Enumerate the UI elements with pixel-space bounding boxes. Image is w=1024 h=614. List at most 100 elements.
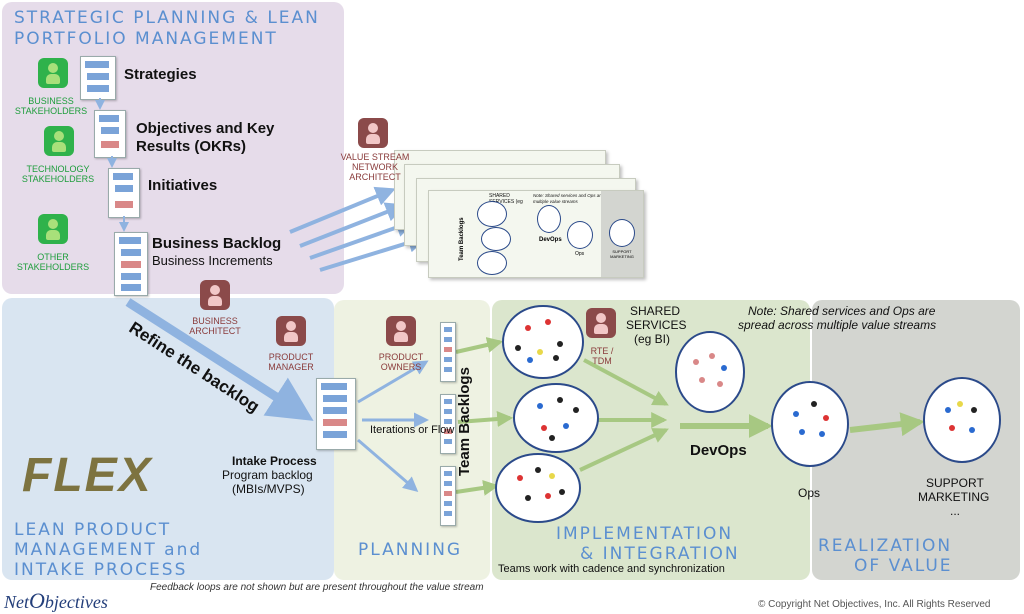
copyright: © Copyright Net Objectives, Inc. All Rig… <box>758 599 991 610</box>
ops-label: Ops <box>798 486 821 500</box>
teams-cadence-label: Teams work with cadence and synchronizat… <box>498 563 725 575</box>
mini-devops-label: DevOps <box>539 237 562 243</box>
business-backlog-icon <box>114 232 148 296</box>
product-owners-icon <box>386 316 416 346</box>
team-backlog-3 <box>440 466 456 526</box>
net-objectives-logo: NetObjectives <box>4 588 108 614</box>
product-manager-line1: PRODUCT <box>268 352 314 362</box>
implementation-title-line1: IMPLEMENTATION <box>556 524 734 544</box>
ops-to-support-arrow <box>849 412 925 437</box>
implementation-title-line2: & INTEGRATION <box>580 544 740 564</box>
feedback-note: Feedback loops are not shown but are pre… <box>150 582 484 593</box>
technology-stakeholder-icon <box>44 126 74 156</box>
business-increments-label: Business Increments <box>152 253 273 268</box>
value-stream-card-4: SHARED SERVICES (eg BI) Note: Shared ser… <box>428 190 644 278</box>
okr-label-line1: Objectives and Key <box>136 120 275 137</box>
mini-ops-label: Ops <box>575 251 585 257</box>
okr-backlog-icon <box>94 110 126 158</box>
intake-process-title: Intake Process <box>232 454 317 468</box>
team-3-members <box>517 467 565 501</box>
logo-net: Net <box>4 592 29 612</box>
ops-members <box>793 401 829 437</box>
rte-icon <box>586 308 616 338</box>
vsna-label-line3: ARCHITECT <box>349 172 401 182</box>
shared-services-line1: SHARED <box>630 304 681 318</box>
mini-support-label: SUPPORT MARKETING <box>610 249 634 259</box>
team-circle-1 <box>502 305 584 379</box>
support-line1: SUPPORT <box>926 476 984 490</box>
product-owners-line1: PRODUCT <box>378 352 424 362</box>
mini-team-circle <box>477 201 507 227</box>
mini-ops-circle <box>567 221 593 249</box>
business-backlog-label: Business Backlog <box>152 235 282 252</box>
support-line3: ... <box>950 504 961 518</box>
portfolio-to-vs-arrow-1 <box>289 186 396 234</box>
value-stream-architect-icon <box>358 118 388 148</box>
intake-line2: Program backlog <box>222 468 313 482</box>
business-stakeholders-label: BUSINESS STAKEHOLDERS <box>14 96 88 116</box>
devops-label: DevOps <box>690 442 747 459</box>
support-members <box>945 401 977 433</box>
refine-backlog-arrow <box>125 298 314 421</box>
realization-title-line2: OF VALUE <box>854 556 953 576</box>
flex-logo: FLEX <box>22 449 153 502</box>
iterations-label: Iterations or Flow <box>370 424 455 436</box>
team-backlogs-label: Team Backlogs <box>456 367 473 476</box>
intake-to-team3-arrow <box>357 438 419 492</box>
team1-to-ops-arrow <box>583 358 669 406</box>
other-stakeholder-icon <box>38 214 68 244</box>
other-stakeholders-label: OTHER STAKEHOLDERS <box>16 252 90 272</box>
mini-support-circle <box>609 219 635 247</box>
team-backlog-1 <box>440 322 456 382</box>
realization-title-line1: REALIZATION <box>818 536 953 556</box>
mini-shared-circle <box>537 205 561 233</box>
strategic-title-line1: STRATEGIC PLANNING & LEAN <box>14 8 320 28</box>
lean-title-line1: LEAN PRODUCT <box>14 520 172 540</box>
shared-services-line3: (eg BI) <box>634 332 671 346</box>
product-owners-line2: OWNERS <box>380 362 422 372</box>
rte-line2: TDM <box>592 356 612 366</box>
support-line2: MARKETING <box>918 490 990 504</box>
support-circle <box>923 377 1001 463</box>
logo-o: O <box>29 588 45 613</box>
rte-line1: RTE / <box>590 346 614 356</box>
business-stakeholder-icon <box>38 58 68 88</box>
technology-stakeholders-label: TECHNOLOGY STAKEHOLDERS <box>21 164 95 184</box>
logo-rest: bjectives <box>44 592 108 612</box>
mini-team-backlogs: Team Backlogs <box>459 217 465 261</box>
backlog-to-team1-arrow <box>455 337 504 354</box>
strategic-title-line2: PORTFOLIO MANAGEMENT <box>14 29 278 49</box>
team-2-members <box>537 397 579 441</box>
backlog-to-team2-arrow <box>457 411 514 427</box>
ops-circle <box>771 381 849 467</box>
initiatives-label: Initiatives <box>148 177 218 194</box>
vsna-label-line2: NETWORK <box>352 162 398 172</box>
product-manager-icon <box>276 316 306 346</box>
intake-backlog-icon <box>316 378 356 450</box>
backlog-to-team3-arrow <box>455 479 500 496</box>
mini-note: Note: Shared services and Ops are spread… <box>533 193 633 204</box>
shared-services-circle <box>675 331 745 413</box>
vsna-label-line1: VALUE STREAM <box>340 152 410 162</box>
strategies-backlog-icon <box>80 56 116 100</box>
note-line1: Note: Shared services and Ops are <box>748 304 936 318</box>
shared-services-members <box>693 353 727 387</box>
mini-team-circle <box>477 251 507 275</box>
business-architect-line1: BUSINESS <box>192 316 238 326</box>
business-architect-icon <box>200 280 230 310</box>
note-line2: spread across multiple value streams <box>738 318 937 332</box>
lean-title-line3: INTAKE PROCESS <box>14 560 188 580</box>
intake-line3: (MBIs/MVPS) <box>232 482 305 496</box>
planning-title: PLANNING <box>358 540 463 560</box>
shared-services-line2: SERVICES <box>626 318 687 332</box>
team3-to-ops-arrow <box>579 428 669 472</box>
team-circle-2 <box>513 383 599 453</box>
product-manager-line2: MANAGER <box>268 362 314 372</box>
team-circle-3 <box>495 453 581 523</box>
team-1-members <box>515 319 563 363</box>
okr-label-line2: Results (OKRs) <box>136 138 247 155</box>
strategies-label: Strategies <box>124 66 197 83</box>
business-architect-line2: ARCHITECT <box>189 326 241 336</box>
intake-to-team1-arrow <box>357 360 429 404</box>
team-backlog-2 <box>440 394 456 454</box>
